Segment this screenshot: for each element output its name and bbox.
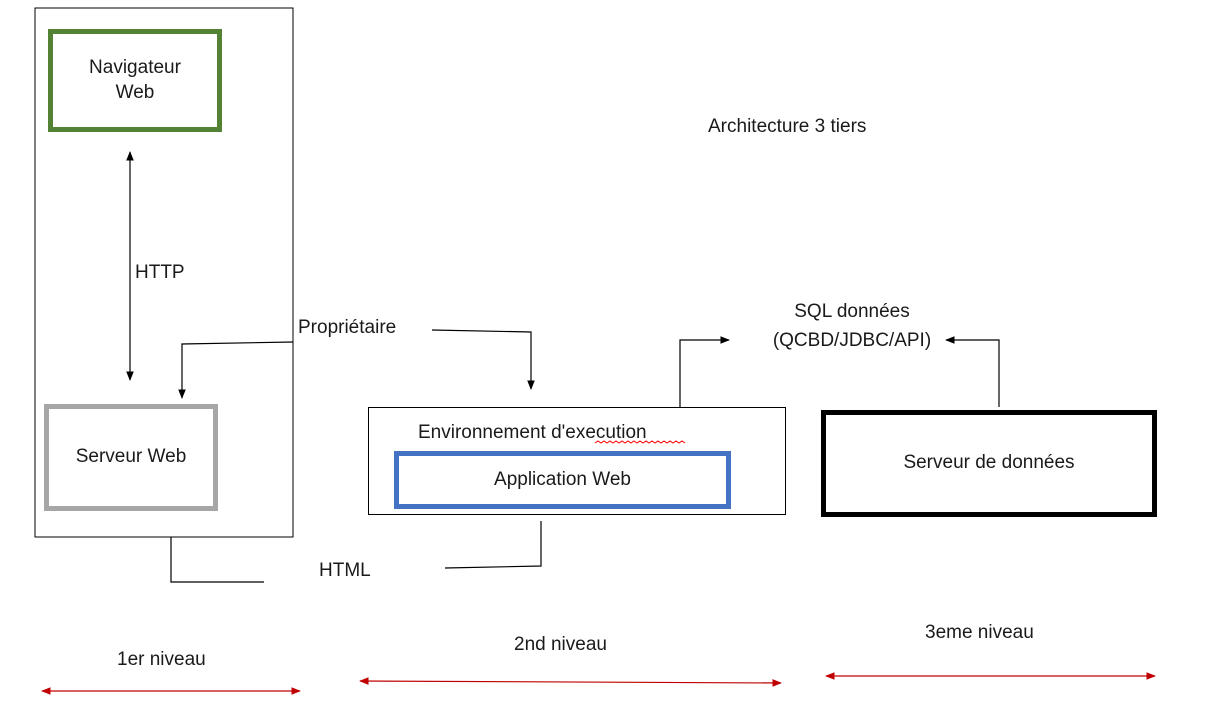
tier3-label: 3eme niveau	[925, 622, 1034, 643]
html-connector-left	[170, 537, 264, 583]
web-app-label: Application Web	[494, 468, 631, 490]
spellcheck-underline	[594, 440, 686, 444]
runtime-label: Environnement d'execution	[418, 422, 647, 443]
browser-node: Navigateur Web	[48, 29, 222, 132]
web-server-label: Serveur Web	[75, 446, 187, 468]
sql-label-line1: SQL données	[794, 301, 910, 322]
web-server-node: Serveur Web	[44, 404, 218, 511]
runtime-node: Environnement d'execution	[368, 407, 786, 515]
tier2-span-arrow	[359, 677, 782, 687]
diagram-title: Architecture 3 tiers	[708, 116, 867, 137]
data-server-label: Serveur de données	[903, 452, 1075, 474]
sql-connector-left	[679, 336, 730, 407]
sql-label-line2: (QCBD/JDBC/API)	[772, 330, 932, 351]
browser-label-line2: Web	[115, 81, 155, 103]
http-label: HTTP	[135, 262, 185, 283]
tier1-container	[34, 7, 294, 538]
tier1-label: 1er niveau	[117, 649, 206, 670]
proprietary-connector-right	[431, 329, 535, 390]
html-connector-right	[444, 521, 542, 569]
html-label: HTML	[319, 560, 371, 581]
tier2-label: 2nd niveau	[514, 634, 607, 655]
web-app-node: Application Web	[394, 451, 731, 509]
data-server-node: Serveur de données	[821, 410, 1157, 517]
proprietary-connector-left	[178, 341, 294, 399]
sql-connector-right	[945, 336, 1000, 407]
browser-label-line1: Navigateur	[89, 56, 181, 78]
proprietary-label: Propriétaire	[298, 317, 397, 338]
